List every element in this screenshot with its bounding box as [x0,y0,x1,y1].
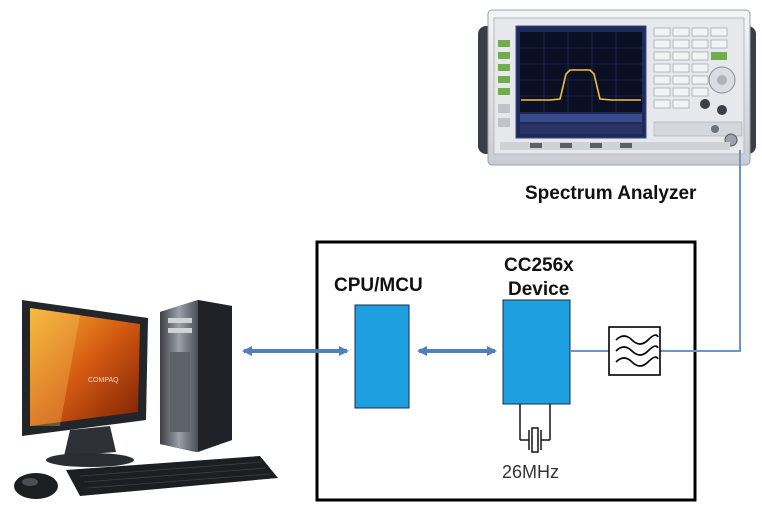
system-enclosure [315,240,697,502]
desktop-pc-icon: COMPAQ [14,300,278,499]
rf-wire [570,150,741,352]
crystal-frequency-label: 26MHz [502,462,560,482]
device-label-line2: Device [508,279,570,300]
bandpass-filter-icon [608,326,661,376]
spectrum-analyzer-label: Spectrum Analyzer [525,183,697,204]
svg-text:COMPAQ: COMPAQ [88,377,119,384]
cpu-mcu-label: CPU/MCU [334,275,423,296]
cpu-mcu-block [354,304,410,409]
device-label-line1: CC256x [504,255,574,276]
spectrum-analyzer-icon [478,9,756,166]
cc256x-device-block [502,299,571,405]
crystal-oscillator-icon [519,404,551,453]
